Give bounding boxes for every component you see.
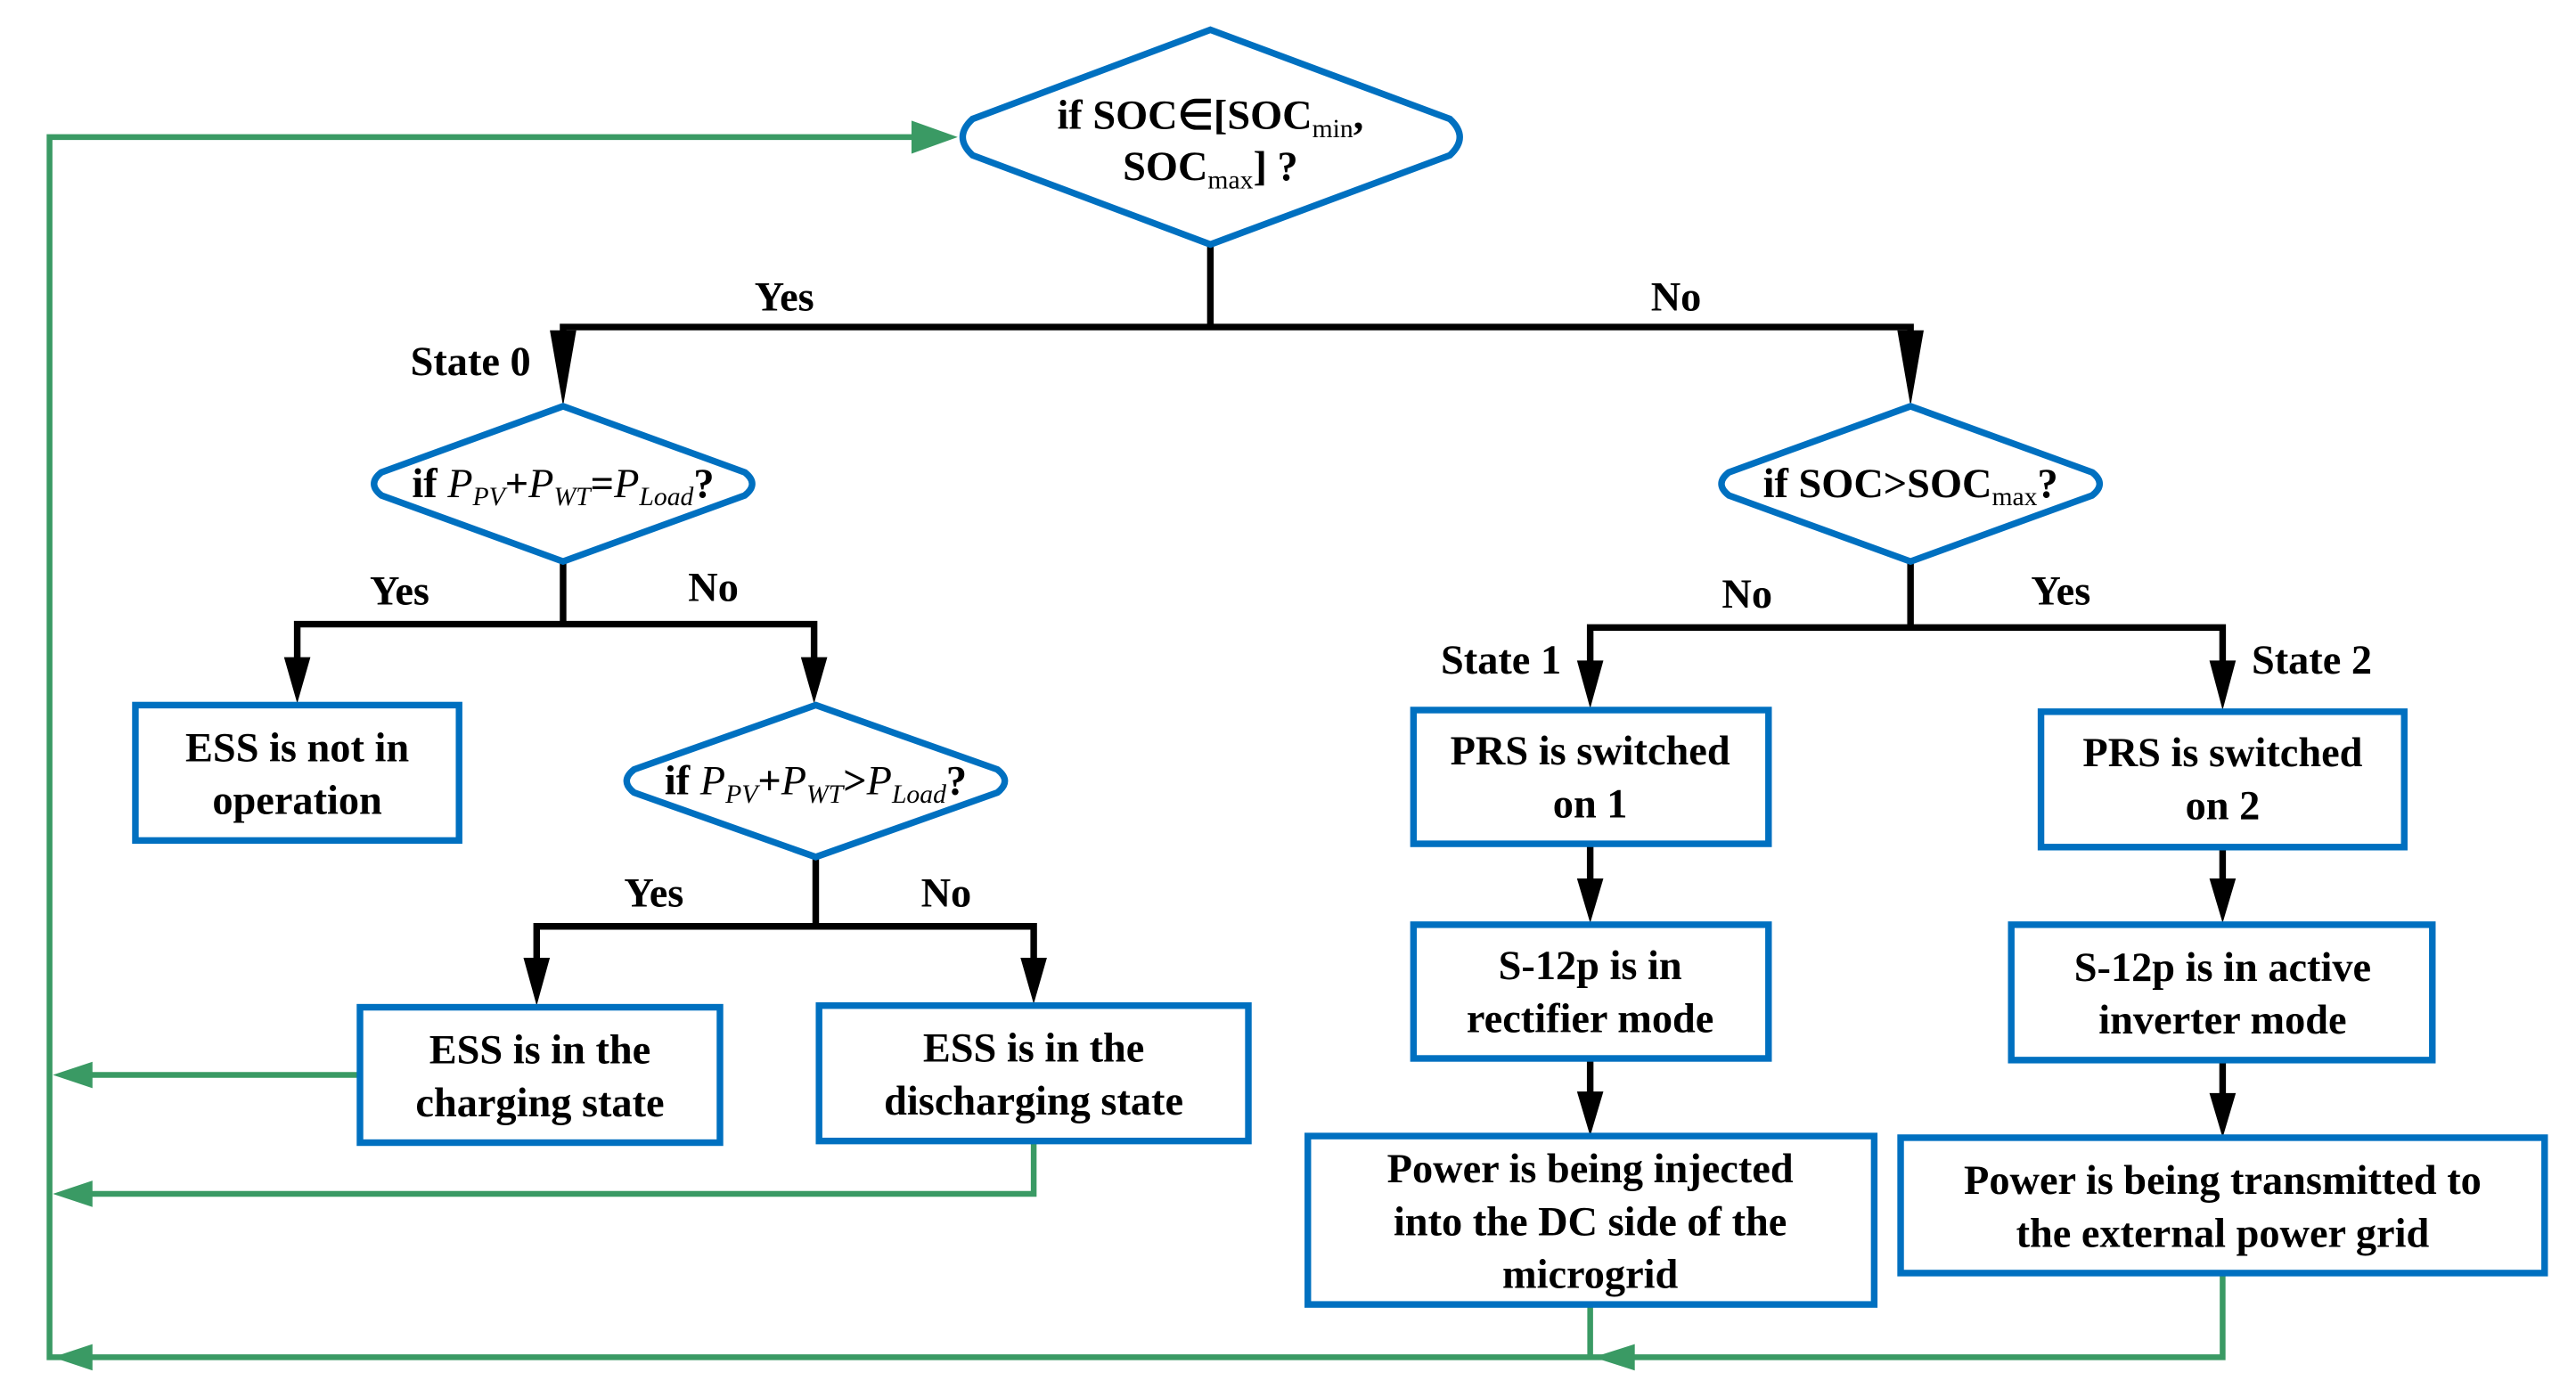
label-no: No <box>1721 572 1772 617</box>
box-prs-1: PRS is switched on 1 <box>1410 707 1772 847</box>
arrow-head-icon <box>1576 878 1604 924</box>
svg-text:discharging state: discharging state <box>884 1079 1183 1124</box>
svg-text:operation: operation <box>212 779 382 824</box>
branch-labels: Yes No State 0 Yes No Yes No No Yes Stat… <box>370 274 2372 916</box>
svg-text:charging state: charging state <box>415 1081 664 1126</box>
svg-text:microgrid: microgrid <box>1502 1253 1679 1298</box>
svg-text:on 2: on 2 <box>2186 783 2261 829</box>
svg-text:PRS is switched: PRS is switched <box>1451 729 1730 774</box>
decision-power-balance: if PPV+PWT=PLoad? <box>371 403 756 566</box>
label-yes: Yes <box>624 871 683 917</box>
decision-power-surplus: if PPV+PWT>PLoad? <box>623 701 1009 861</box>
svg-text:Power is being injected: Power is being injected <box>1387 1147 1794 1192</box>
svg-text:if SOC>SOCmax?: if SOC>SOCmax? <box>1763 462 2058 511</box>
svg-text:if SOC∈[SOCmin,: if SOC∈[SOCmin, <box>1057 94 1363 143</box>
arrow-head-icon <box>1593 1344 1635 1371</box>
arrow-head-icon <box>2209 660 2237 710</box>
arrow-head-icon <box>2209 1092 2237 1138</box>
feedback-lines <box>46 120 2226 1371</box>
svg-text:PRS is switched: PRS is switched <box>2082 731 2362 776</box>
arrow-head-icon <box>1897 330 1924 406</box>
arrow-head-icon <box>550 330 577 406</box>
svg-text:ESS is in the: ESS is in the <box>923 1026 1144 1072</box>
arrow-head-icon <box>283 657 311 704</box>
label-state-0: State 0 <box>411 339 531 385</box>
arrow-head-icon <box>53 1344 93 1371</box>
svg-text:Power is being transmitted to: Power is being transmitted to <box>1964 1158 2482 1204</box>
label-yes: Yes <box>755 274 814 320</box>
box-transmitted: Power is being transmitted to the extern… <box>1897 1134 2548 1277</box>
arrow-head-icon <box>911 120 958 154</box>
svg-text:inverter mode: inverter mode <box>2098 998 2346 1043</box>
arrow-head-icon <box>1020 957 1047 1004</box>
box-discharging: ESS is in the discharging state <box>815 1001 1252 1145</box>
svg-text:S-12p is in active: S-12p is in active <box>2074 945 2371 991</box>
svg-text:rectifier mode: rectifier mode <box>1467 996 1713 1042</box>
label-no: No <box>921 871 972 917</box>
arrow-head-icon <box>800 657 828 704</box>
label-no: No <box>688 566 739 611</box>
flow-lines <box>283 244 2237 1138</box>
box-inverter: S-12p is in active inverter mode <box>2008 921 2436 1064</box>
svg-text:ESS is in the: ESS is in the <box>429 1028 650 1074</box>
arrow-head-icon <box>1576 1091 1604 1137</box>
box-not-operation: ESS is not in operation <box>132 701 462 845</box>
box-injected: Power is being injected into the DC side… <box>1304 1132 1878 1308</box>
arrow-head-icon <box>53 1181 93 1207</box>
arrow-head-icon <box>2209 878 2237 924</box>
arrow-head-icon <box>1576 660 1604 709</box>
arrow-head-icon <box>523 957 551 1006</box>
label-state-1: State 1 <box>1441 638 1561 683</box>
label-no: No <box>1651 274 1702 320</box>
box-rectifier: S-12p is in rectifier mode <box>1410 921 1772 1062</box>
svg-text:ESS is not in: ESS is not in <box>185 725 409 771</box>
box-prs-2: PRS is switched on 2 <box>2037 708 2408 851</box>
svg-text:the external power grid: the external power grid <box>2016 1211 2430 1256</box>
label-yes: Yes <box>370 568 429 614</box>
svg-text:S-12p is in: S-12p is in <box>1499 944 1682 989</box>
arrow-head-icon <box>53 1061 93 1089</box>
svg-text:if PPV+PWT=PLoad?: if PPV+PWT=PLoad? <box>412 462 714 511</box>
svg-text:into the DC side of the: into the DC side of the <box>1394 1199 1787 1245</box>
decision-soc-range: if SOC∈[SOCmin, SOCmax] ? <box>959 26 1463 249</box>
svg-text:SOCmax] ?: SOCmax] ? <box>1123 144 1298 194</box>
box-charging: ESS is in the charging state <box>356 1003 724 1147</box>
svg-text:if PPV+PWT>PLoad?: if PPV+PWT>PLoad? <box>665 758 967 808</box>
label-state-2: State 2 <box>2252 638 2372 683</box>
svg-text:on 1: on 1 <box>1553 781 1628 827</box>
decision-soc-max: if SOC>SOCmax? <box>1718 403 2104 566</box>
label-yes: Yes <box>2031 568 2090 614</box>
